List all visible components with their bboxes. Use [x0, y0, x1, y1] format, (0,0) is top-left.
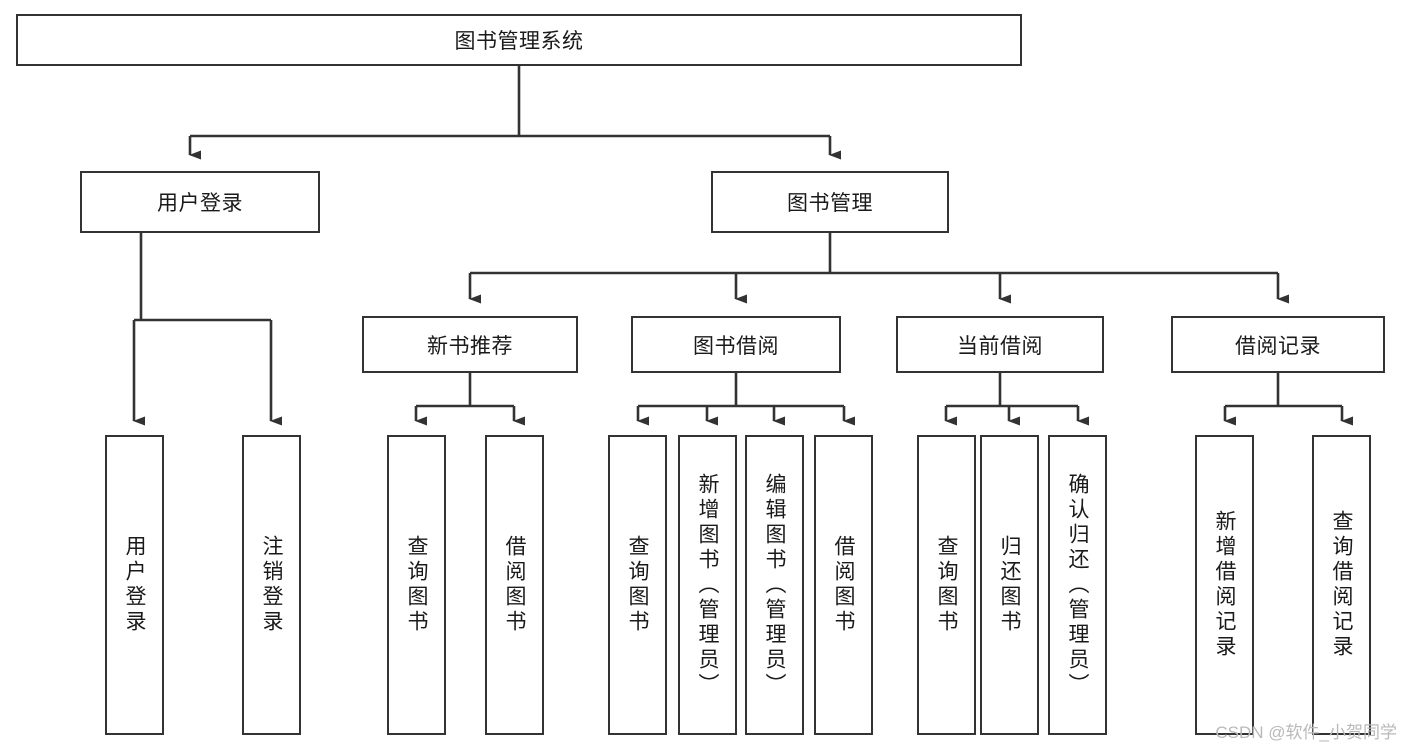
node-user-login[interactable]: 用户登录 [80, 171, 320, 233]
node-leaf-query-book-3-label: 查询图书 [935, 535, 958, 635]
node-leaf-confirm-return-admin[interactable]: 确认归还（管理员） [1048, 435, 1107, 735]
node-leaf-borrow-book-2[interactable]: 借阅图书 [814, 435, 873, 735]
node-leaf-add-book-admin-label: 新增图书（管理员） [696, 472, 719, 698]
node-leaf-borrow-book-1[interactable]: 借阅图书 [485, 435, 544, 735]
node-leaf-confirm-return-admin-label: 确认归还（管理员） [1066, 472, 1089, 698]
node-borrow-records[interactable]: 借阅记录 [1171, 316, 1385, 373]
node-book-borrow[interactable]: 图书借阅 [631, 316, 841, 373]
node-leaf-return-book-label: 归还图书 [998, 535, 1021, 635]
node-user-login-label: 用户登录 [157, 192, 243, 215]
node-leaf-edit-book-admin-label: 编辑图书（管理员） [763, 472, 786, 698]
node-leaf-query-borrow-record[interactable]: 查询借阅记录 [1312, 435, 1371, 735]
node-leaf-query-book-1[interactable]: 查询图书 [387, 435, 446, 735]
node-current-borrow-label: 当前借阅 [957, 334, 1043, 358]
watermark: CSDN @软件_小贺同学 [1215, 723, 1397, 742]
node-book-management-label: 图书管理 [787, 192, 873, 215]
node-leaf-query-borrow-record-label: 查询借阅记录 [1330, 510, 1353, 660]
node-root[interactable]: 图书管理系统 [16, 14, 1022, 66]
node-leaf-add-borrow-record[interactable]: 新增借阅记录 [1195, 435, 1254, 735]
node-root-label: 图书管理系统 [454, 30, 584, 53]
node-current-borrow[interactable]: 当前借阅 [896, 316, 1104, 373]
node-leaf-query-book-1-label: 查询图书 [405, 535, 428, 635]
node-book-management[interactable]: 图书管理 [711, 171, 949, 233]
node-leaf-user-login[interactable]: 用户登录 [105, 435, 164, 735]
node-leaf-add-borrow-record-label: 新增借阅记录 [1213, 510, 1236, 660]
node-leaf-borrow-book-1-label: 借阅图书 [503, 535, 526, 635]
node-leaf-add-book-admin[interactable]: 新增图书（管理员） [678, 435, 737, 735]
node-leaf-logout[interactable]: 注销登录 [242, 435, 301, 735]
node-leaf-query-book-3[interactable]: 查询图书 [917, 435, 976, 735]
node-new-book-recommend-label: 新书推荐 [427, 334, 513, 358]
node-borrow-records-label: 借阅记录 [1235, 334, 1321, 358]
node-leaf-borrow-book-2-label: 借阅图书 [832, 535, 855, 635]
node-leaf-return-book[interactable]: 归还图书 [980, 435, 1039, 735]
node-leaf-query-book-2[interactable]: 查询图书 [608, 435, 667, 735]
node-leaf-user-login-label: 用户登录 [123, 535, 146, 635]
node-leaf-logout-label: 注销登录 [260, 535, 283, 635]
node-new-book-recommend[interactable]: 新书推荐 [362, 316, 578, 373]
node-book-borrow-label: 图书借阅 [693, 334, 779, 358]
node-leaf-query-book-2-label: 查询图书 [626, 535, 649, 635]
node-leaf-edit-book-admin[interactable]: 编辑图书（管理员） [745, 435, 804, 735]
